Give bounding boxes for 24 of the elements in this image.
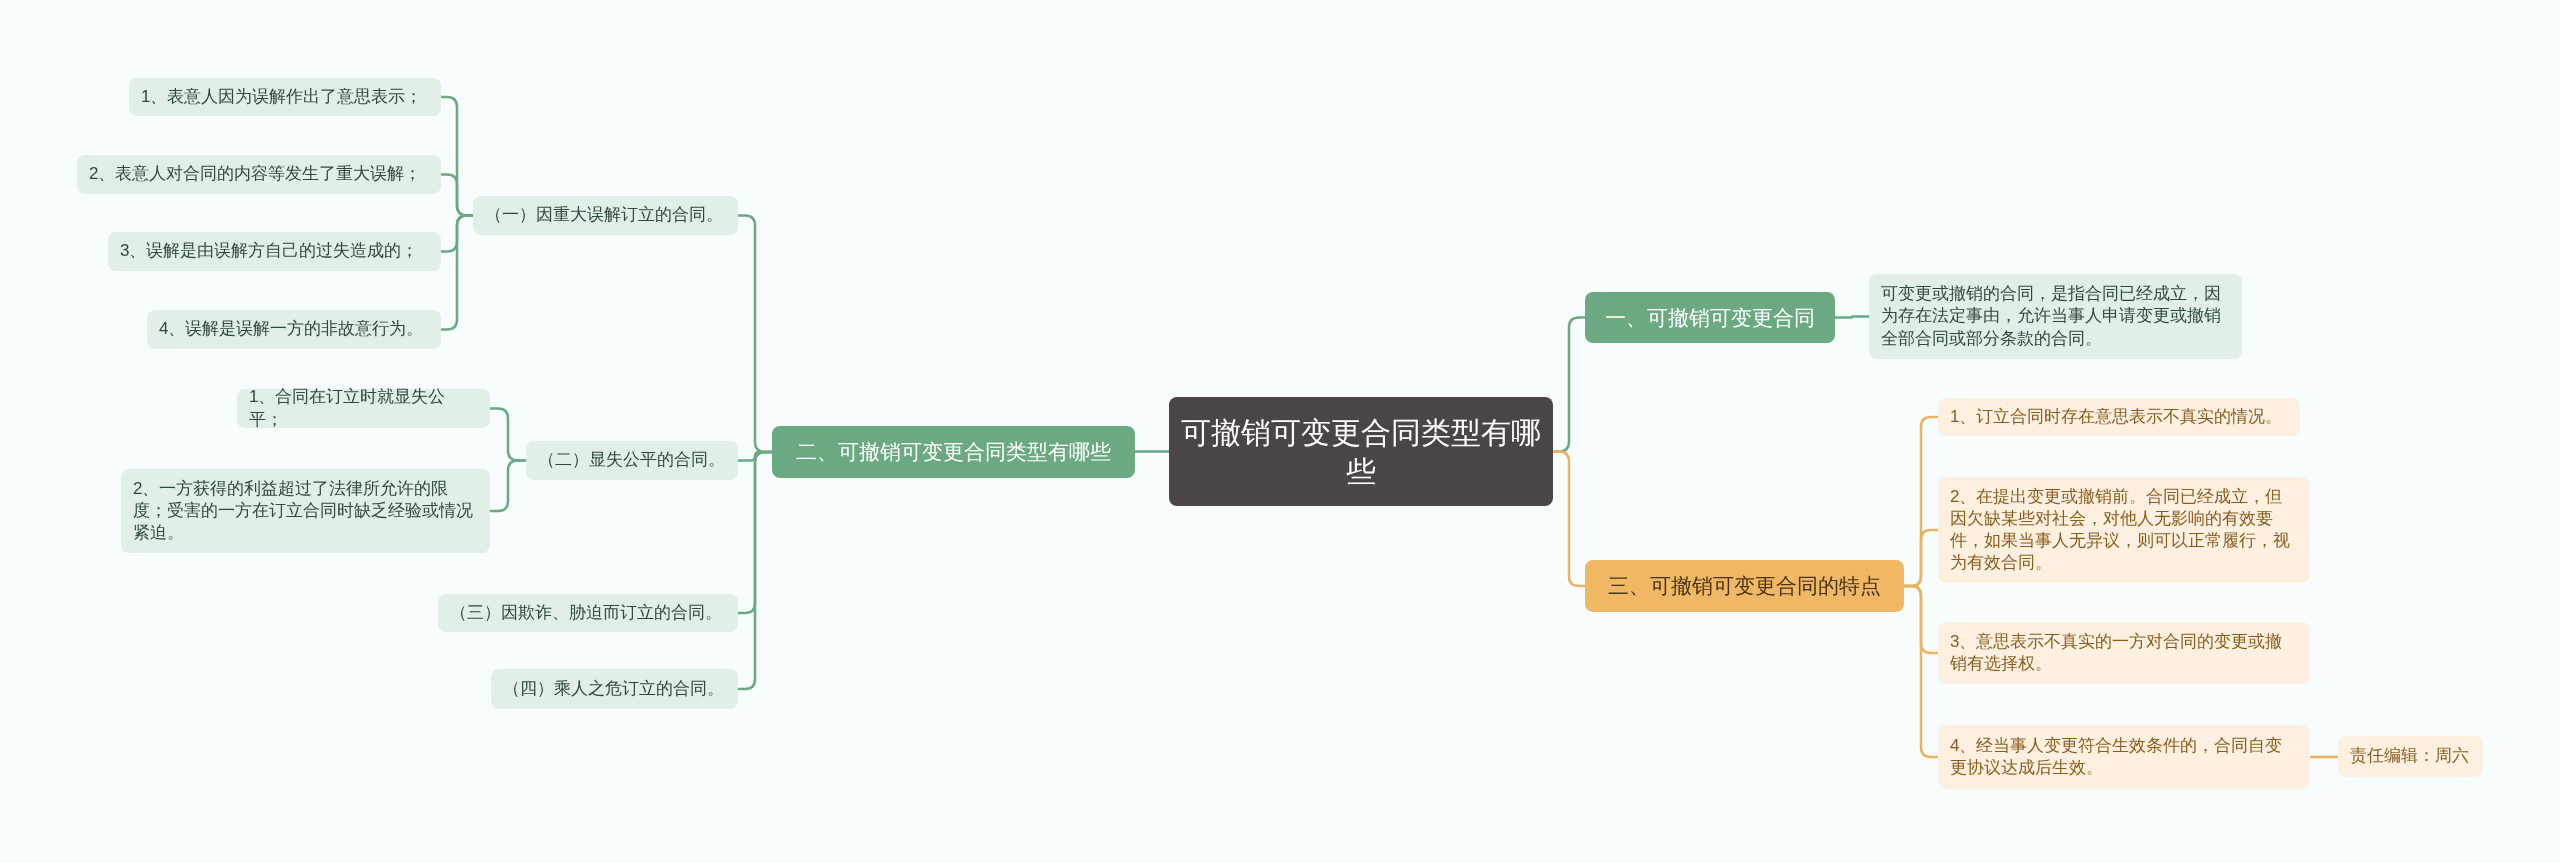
topic-box: 4、误解是误解一方的非故意行为。 xyxy=(147,310,441,349)
topic-box: 2、一方获得的利益超过了法律所允许的限度；受害的一方在订立合同时缺乏经验或情况紧迫。 xyxy=(121,469,490,553)
topic-box: 1、合同在订立时就显失公平； xyxy=(237,389,490,428)
topic-box: （二）显失公平的合同。 xyxy=(526,441,738,480)
topic-box: 责任编辑：周六 xyxy=(2338,736,2483,777)
connector-line xyxy=(2310,755,2338,759)
connector-line xyxy=(490,459,526,513)
connector-line xyxy=(1835,315,1869,319)
topic-box: 1、表意人因为误解作出了意思表示； xyxy=(129,78,441,116)
topic-box: 可变更或撤销的合同，是指合同已经成立，因为存在法定事由，允许当事人申请变更或撤销全部合同或部分条款的合同。 xyxy=(1869,274,2242,359)
topic-box: 4、经当事人变更符合生效条件的，合同自变更协议达成后生效。 xyxy=(1938,725,2310,789)
topic-box: 3、误解是由误解方自己的过失造成的； xyxy=(108,232,441,271)
topic-box: （四）乘人之危订立的合同。 xyxy=(491,669,738,709)
topic-box: 2、在提出变更或撤销前。合同已经成立，但因欠缺某些对社会，对他人无影响的有效要件，如果当事人无异议，则可以正常履行，视为有效合同。 xyxy=(1938,477,2310,583)
topic-box: 1、订立合同时存在意思表示不真实的情况。 xyxy=(1938,398,2300,436)
branch-box: 三、可撤销可变更合同的特点 xyxy=(1585,560,1904,612)
central-topic-box: 可撤销可变更合同类型有哪些 xyxy=(1169,397,1553,506)
branch-box: 一、可撤销可变更合同 xyxy=(1585,292,1835,343)
topic-box: （一）因重大误解订立的合同。 xyxy=(473,196,738,235)
branch-box: 二、可撤销可变更合同类型有哪些 xyxy=(772,426,1135,478)
connector-line xyxy=(1135,450,1169,453)
topic-box: （三）因欺诈、胁迫而订立的合同。 xyxy=(438,594,738,632)
topic-box: 2、表意人对合同的内容等发生了重大误解； xyxy=(77,155,441,194)
topic-box: 3、意思表示不真实的一方对合同的变更或撤销有选择权。 xyxy=(1938,622,2310,684)
